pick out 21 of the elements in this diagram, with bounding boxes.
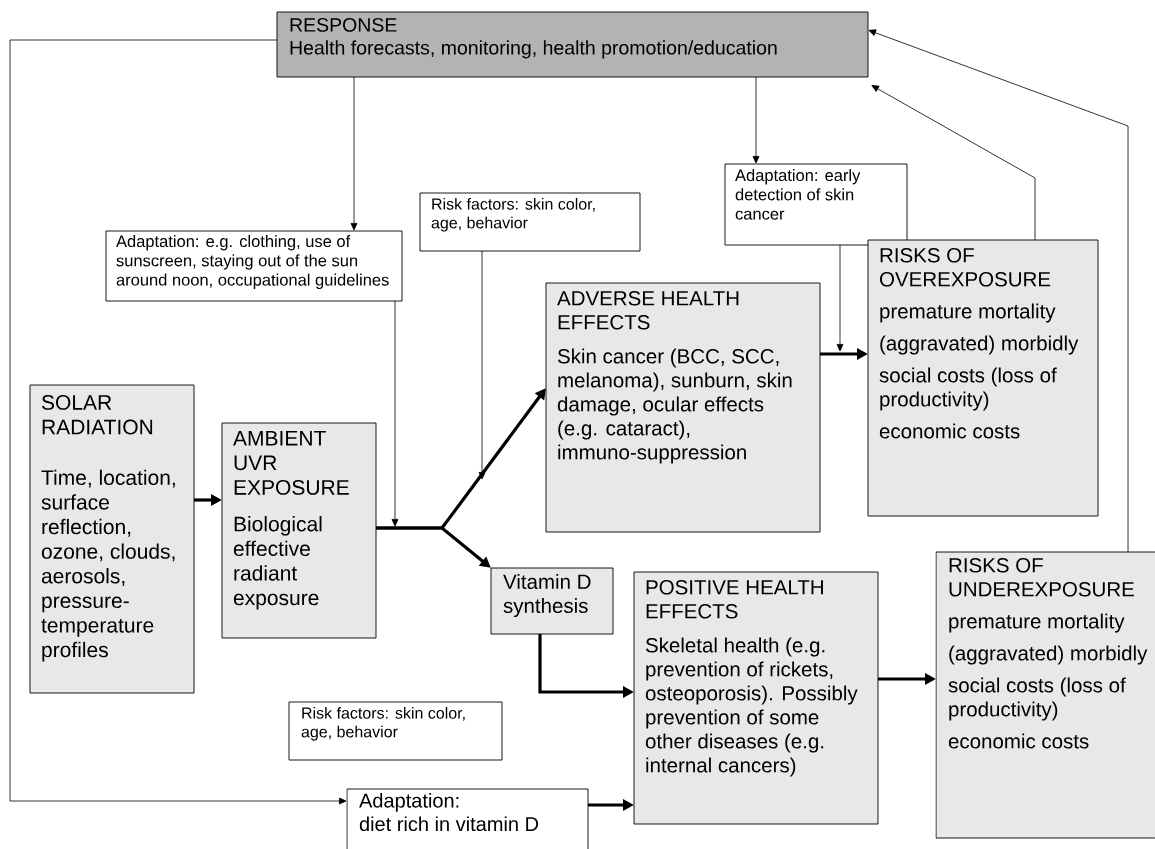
arrow xyxy=(391,300,399,527)
effects-box: ADVERSE HEALTH EFFECTS Skin cancer (BCC, SCC, melanoma), sunburn, skin damage, ocular effects (e.g. cataract), immuno-suppression xyxy=(545,282,821,533)
effects-box: POSITIVE HEALTH EFFECTS Skeletal health (e.g. prevention of rickets, osteoporosis). Possibly prevention of some other diseases (e.g. internal cancers) xyxy=(633,571,879,825)
arrow xyxy=(868,29,1129,553)
arrow xyxy=(836,244,844,352)
risk-factor-box: Risk factors: skin color, age, behavior xyxy=(419,192,641,252)
arrow xyxy=(9,39,347,805)
risk-box: RISKS OF UNDEREXPOSURE premature mortality (aggravated) morbidly social costs (loss of productivity) economic costs xyxy=(935,551,1155,839)
exposure-box: AMBIENT UVR EXPOSURE Biological effective radiant exposure xyxy=(221,422,377,639)
synthesis-box: Vitamin D synthesis xyxy=(490,567,614,635)
arrow xyxy=(752,76,760,164)
risk-factor-box: Risk factors: skin color, age, behavior xyxy=(288,701,503,761)
response-box: RESPONSE Health forecasts, monitoring, health promotion/education xyxy=(276,11,869,78)
source-box: SOLAR RADIATION Time, location, surface reflection, ozone, clouds, aerosols, pressure-temperature profiles xyxy=(29,384,195,694)
risk-box: RISKS OF OVEREXPOSURE premature mortality (aggravated) morbidly social costs (loss of productivity) economic costs xyxy=(867,239,1099,517)
arrow xyxy=(478,250,486,480)
arrow xyxy=(350,76,358,231)
adaptation-box: Adaptation: diet rich in vitamin D xyxy=(346,788,589,849)
adaptation-box: Adaptation: early detection of skin cancer xyxy=(724,163,908,246)
adaptation-box: Adaptation: e.g. clothing, use of sunscreen, staying out of the sun around noon, occupational guidelines xyxy=(105,230,403,302)
arrow xyxy=(871,85,1036,241)
